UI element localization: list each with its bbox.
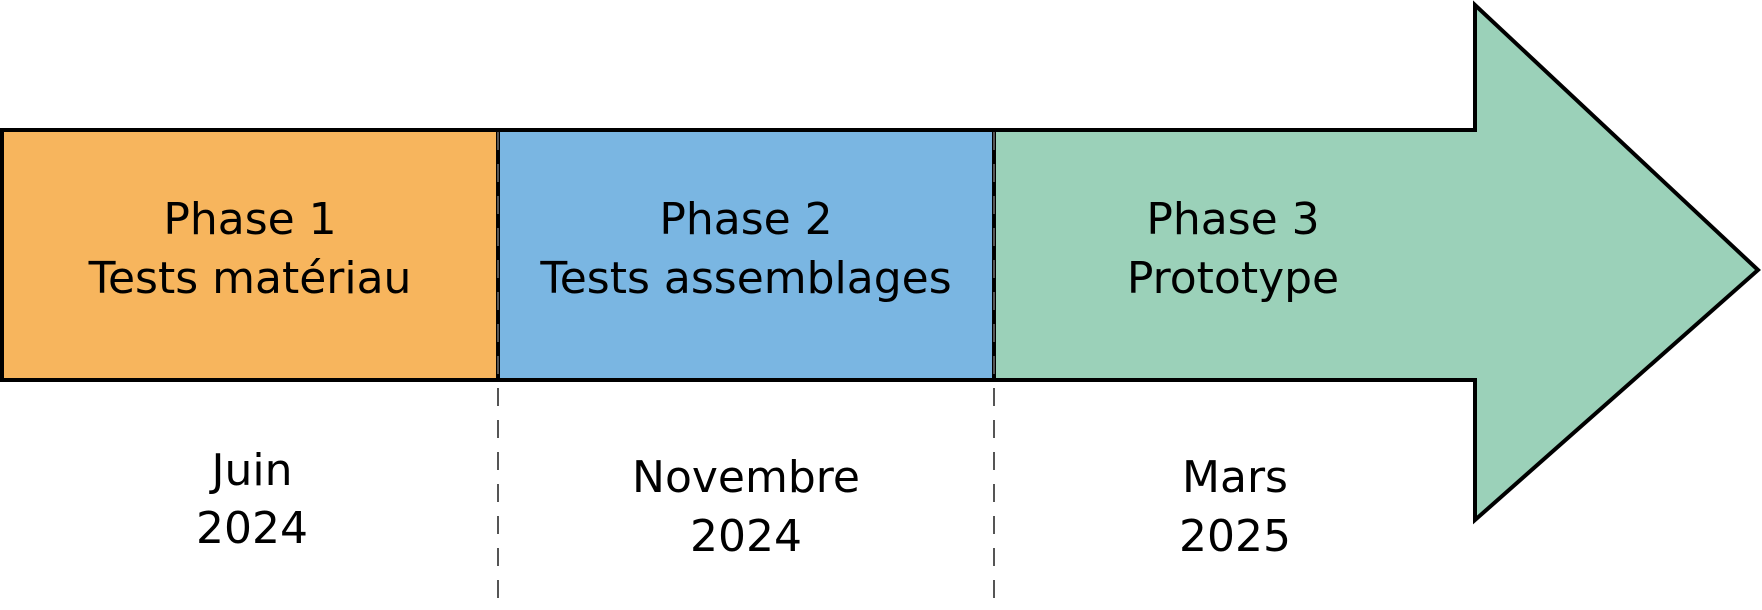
phase-3-title: Prototype bbox=[1127, 253, 1339, 304]
phase-2-date-month: Novembre bbox=[632, 452, 860, 503]
phase-1-box bbox=[0, 128, 500, 382]
phase-1-date-month: Juin bbox=[209, 445, 293, 496]
phase-3-arrow bbox=[992, 0, 1761, 525]
phase-3-date-month: Mars bbox=[1182, 452, 1288, 503]
phase-1-title: Tests matériau bbox=[88, 253, 412, 304]
phase-2-label: Phase 2 bbox=[659, 194, 832, 245]
phase-3-date-year: 2025 bbox=[1179, 511, 1291, 562]
phase-3-label: Phase 3 bbox=[1146, 194, 1319, 245]
phase-1-label: Phase 1 bbox=[163, 194, 336, 245]
phase-2-title: Tests assemblages bbox=[539, 253, 951, 304]
phase-2-date-year: 2024 bbox=[690, 511, 802, 562]
phase-2-box bbox=[496, 128, 996, 382]
phase-1-date-year: 2024 bbox=[196, 503, 308, 554]
